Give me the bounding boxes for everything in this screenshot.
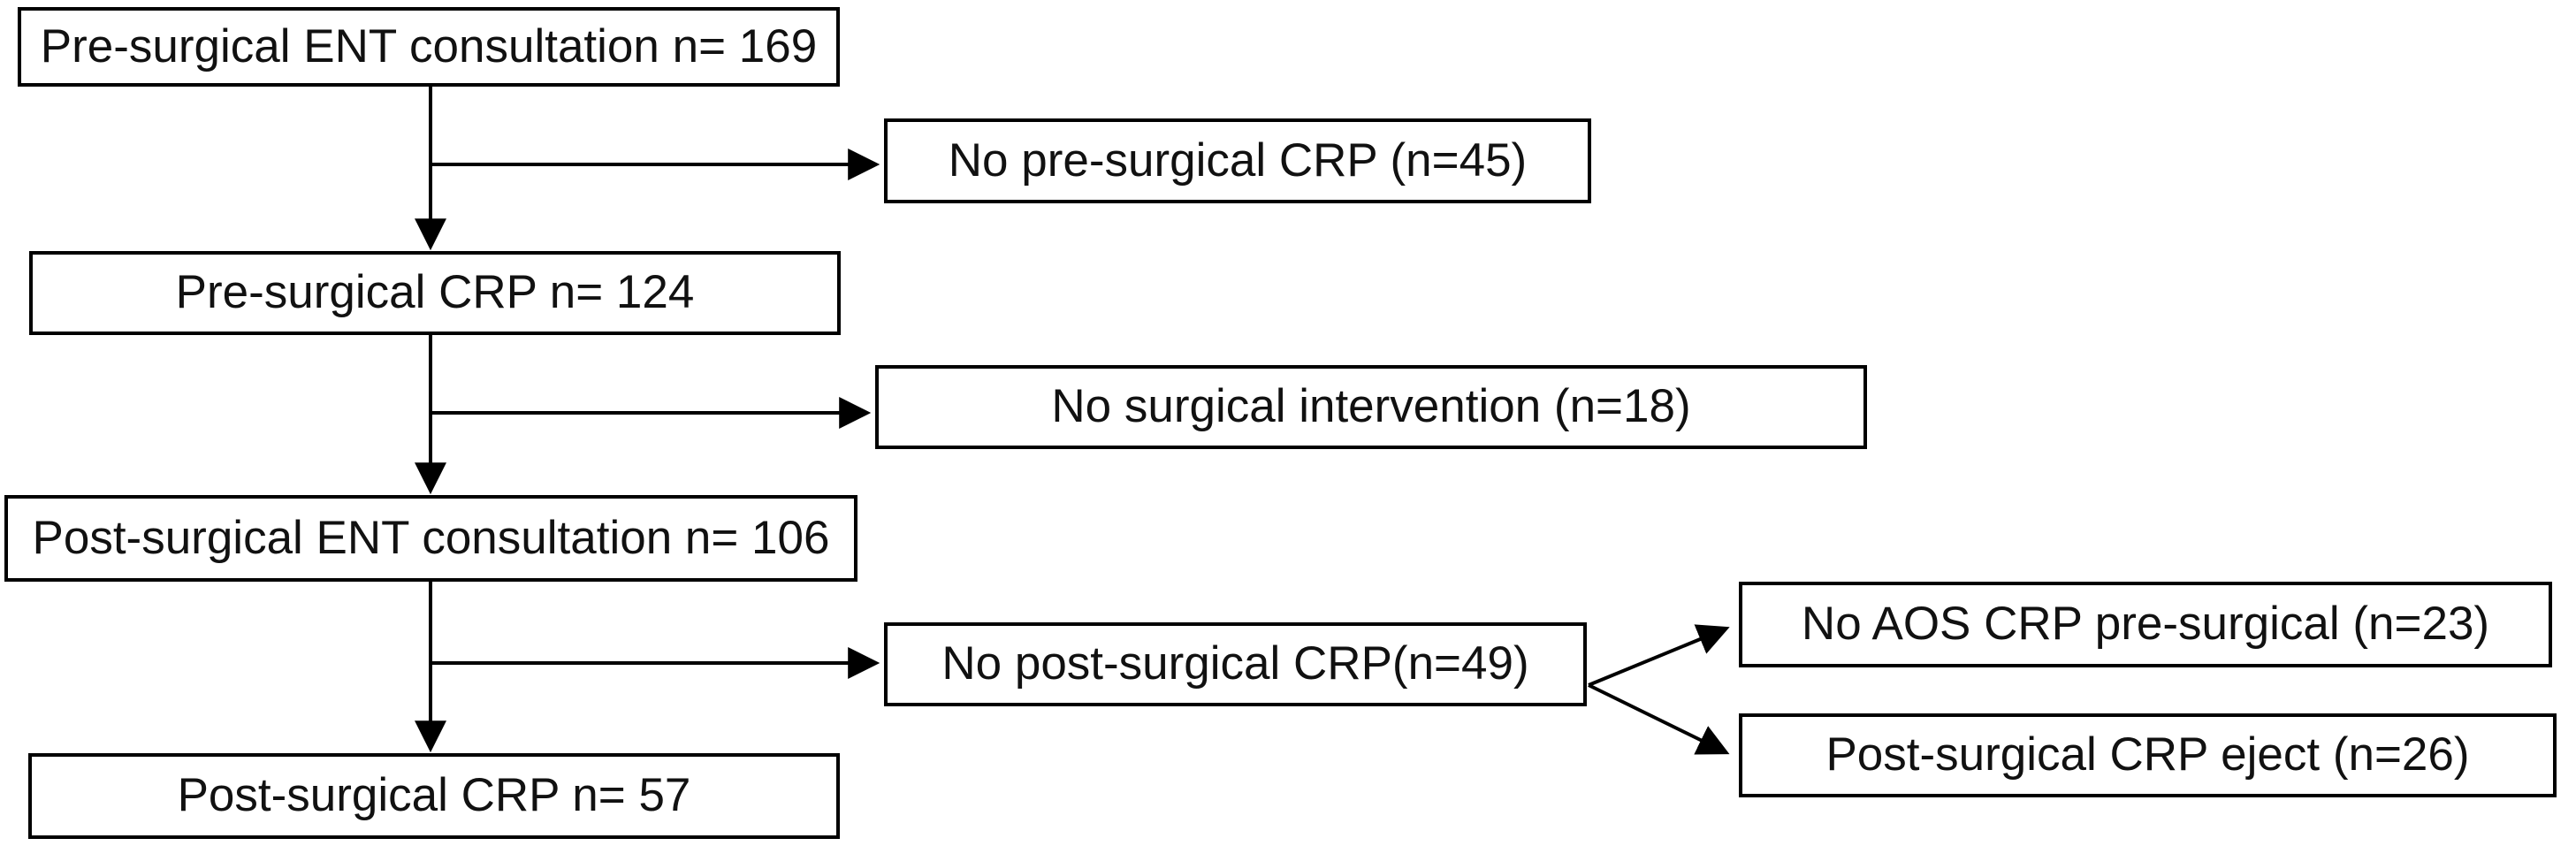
node-pre-surgical-crp: Pre-surgical CRP n= 124 — [29, 251, 841, 335]
arrow-no-post-crp-to-no-aos — [1588, 624, 1730, 687]
node-label: Post-surgical ENT consultation n= 106 — [32, 511, 830, 564]
node-no-post-surgical-crp: No post-surgical CRP(n=49) — [884, 622, 1587, 706]
node-no-pre-surgical-crp: No pre-surgical CRP (n=45) — [884, 118, 1591, 203]
node-post-surgical-ent-consultation: Post-surgical ENT consultation n= 106 — [4, 495, 857, 582]
node-label: No surgical intervention (n=18) — [1051, 380, 1691, 433]
node-no-aos-crp-pre-surgical: No AOS CRP pre-surgical (n=23) — [1739, 582, 2552, 667]
node-label: No pre-surgical CRP (n=45) — [948, 133, 1528, 187]
node-label: Post-surgical CRP n= 57 — [177, 769, 691, 822]
node-label: Pre-surgical ENT consultation n= 169 — [40, 19, 818, 72]
node-post-surgical-crp-eject: Post-surgical CRP eject (n=26) — [1739, 713, 2557, 797]
node-post-surgical-crp: Post-surgical CRP n= 57 — [28, 753, 840, 839]
node-label: Post-surgical CRP eject (n=26) — [1825, 728, 2470, 781]
node-pre-surgical-ent-consultation: Pre-surgical ENT consultation n= 169 — [18, 7, 840, 87]
arrow-no-post-crp-to-eject — [1588, 683, 1730, 755]
node-label: Pre-surgical CRP n= 124 — [175, 266, 695, 319]
node-label: No AOS CRP pre-surgical (n=23) — [1801, 598, 2490, 651]
node-no-surgical-intervention: No surgical intervention (n=18) — [875, 365, 1867, 449]
node-label: No post-surgical CRP(n=49) — [941, 637, 1529, 690]
